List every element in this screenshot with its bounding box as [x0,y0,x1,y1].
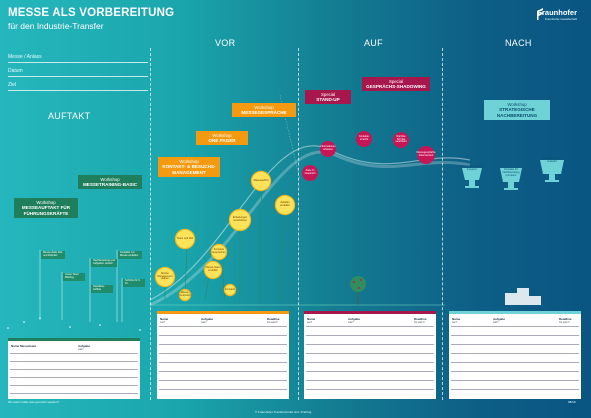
phase-divider [150,48,151,400]
bubble: Kontakte ansprechen [212,245,226,259]
flag: Kontakte zur Messe einladen [118,251,142,259]
field-datum-line[interactable] [8,76,148,77]
bubble: Messeauftritt [252,172,270,190]
flag: Standbau-Aufbau [91,285,113,293]
poster-title: MESSE ALS VORBEREITUNG [8,7,175,19]
flagpoles [39,250,123,322]
task-panel-vor[interactable]: Name wer? Aufgabe was? Deadline bis wann… [157,311,289,399]
footer-right: 08/19 [568,400,576,404]
phase-auftakt: AUFTAKT [48,111,91,121]
apple: Informationen erfassen [320,141,336,157]
field-ziel-line[interactable] [8,90,148,91]
apple: Ziele im Gespräch [302,165,318,181]
cup-label: Messeergebnisse evaluiert [541,157,563,163]
task-panel-nach[interactable]: Name wer? Aufgabe was? Deadline bis wann… [449,311,581,399]
bubble: Messe-Team erstellen [205,262,221,278]
bubble: Team und Ziel [176,230,194,248]
bubble: Kontakte [225,285,235,295]
cup-label: Neue Informationen integriert [460,165,484,171]
connector-line [279,94,301,181]
field-datum-label: Datum [8,68,23,74]
tree-crown [350,276,366,292]
task-panel-auftakt[interactable]: Name Messeteam Aufgabe was? [8,338,140,399]
bubble: Zeitplan erstellen [276,196,294,214]
cup-label: Kontakte für Nachbereitung priorisiert [502,168,520,177]
apple: Messegespräche dokumentiert [416,146,436,164]
phase-auf: AUF [364,38,383,48]
bubble: Einladungen verschicken [230,210,250,230]
stars [7,317,141,331]
bubble: Messe Management planen [156,268,174,286]
phase-nach: NACH [505,38,532,48]
field-messe-label: Messe / Anlass [8,54,42,60]
phase-divider [442,48,443,400]
task-panel-auf[interactable]: Name wer? Aufgabe was? Deadline bis wann… [304,311,436,399]
flag: Unser Team Briefing [63,273,85,281]
field-ziel-label: Ziel [8,82,17,88]
apple: Nächste Schritte vereinbart [393,132,409,148]
footer-left: Wo wann sollte was gemacht werden? [8,400,60,404]
fraunhofer-logo-icon [537,8,543,20]
trophies [462,160,564,190]
bubble: Messe-Gespräch [179,290,191,300]
apple: Kontakte erreicht [356,131,372,147]
podium [505,288,541,305]
brand-name: Fraunhofer [537,8,577,17]
phase-vor: VOR [215,38,236,48]
poster-subtitle: für den Industrie-Transfer [8,21,104,31]
flag: Schritte für K. & I. [123,279,145,287]
phase-divider [298,48,299,400]
footer-center: © Fraunhofer-Transfermodel und -Training [255,410,312,414]
brand-sub: Fraunhofer-Gesellschaft [544,17,577,21]
flag: Messe-Ziele Ziel- und Zeitplan [41,251,65,259]
flag: Nachbereitung und Aufgaben verteilt [91,259,117,267]
field-messe-line[interactable] [8,62,148,63]
